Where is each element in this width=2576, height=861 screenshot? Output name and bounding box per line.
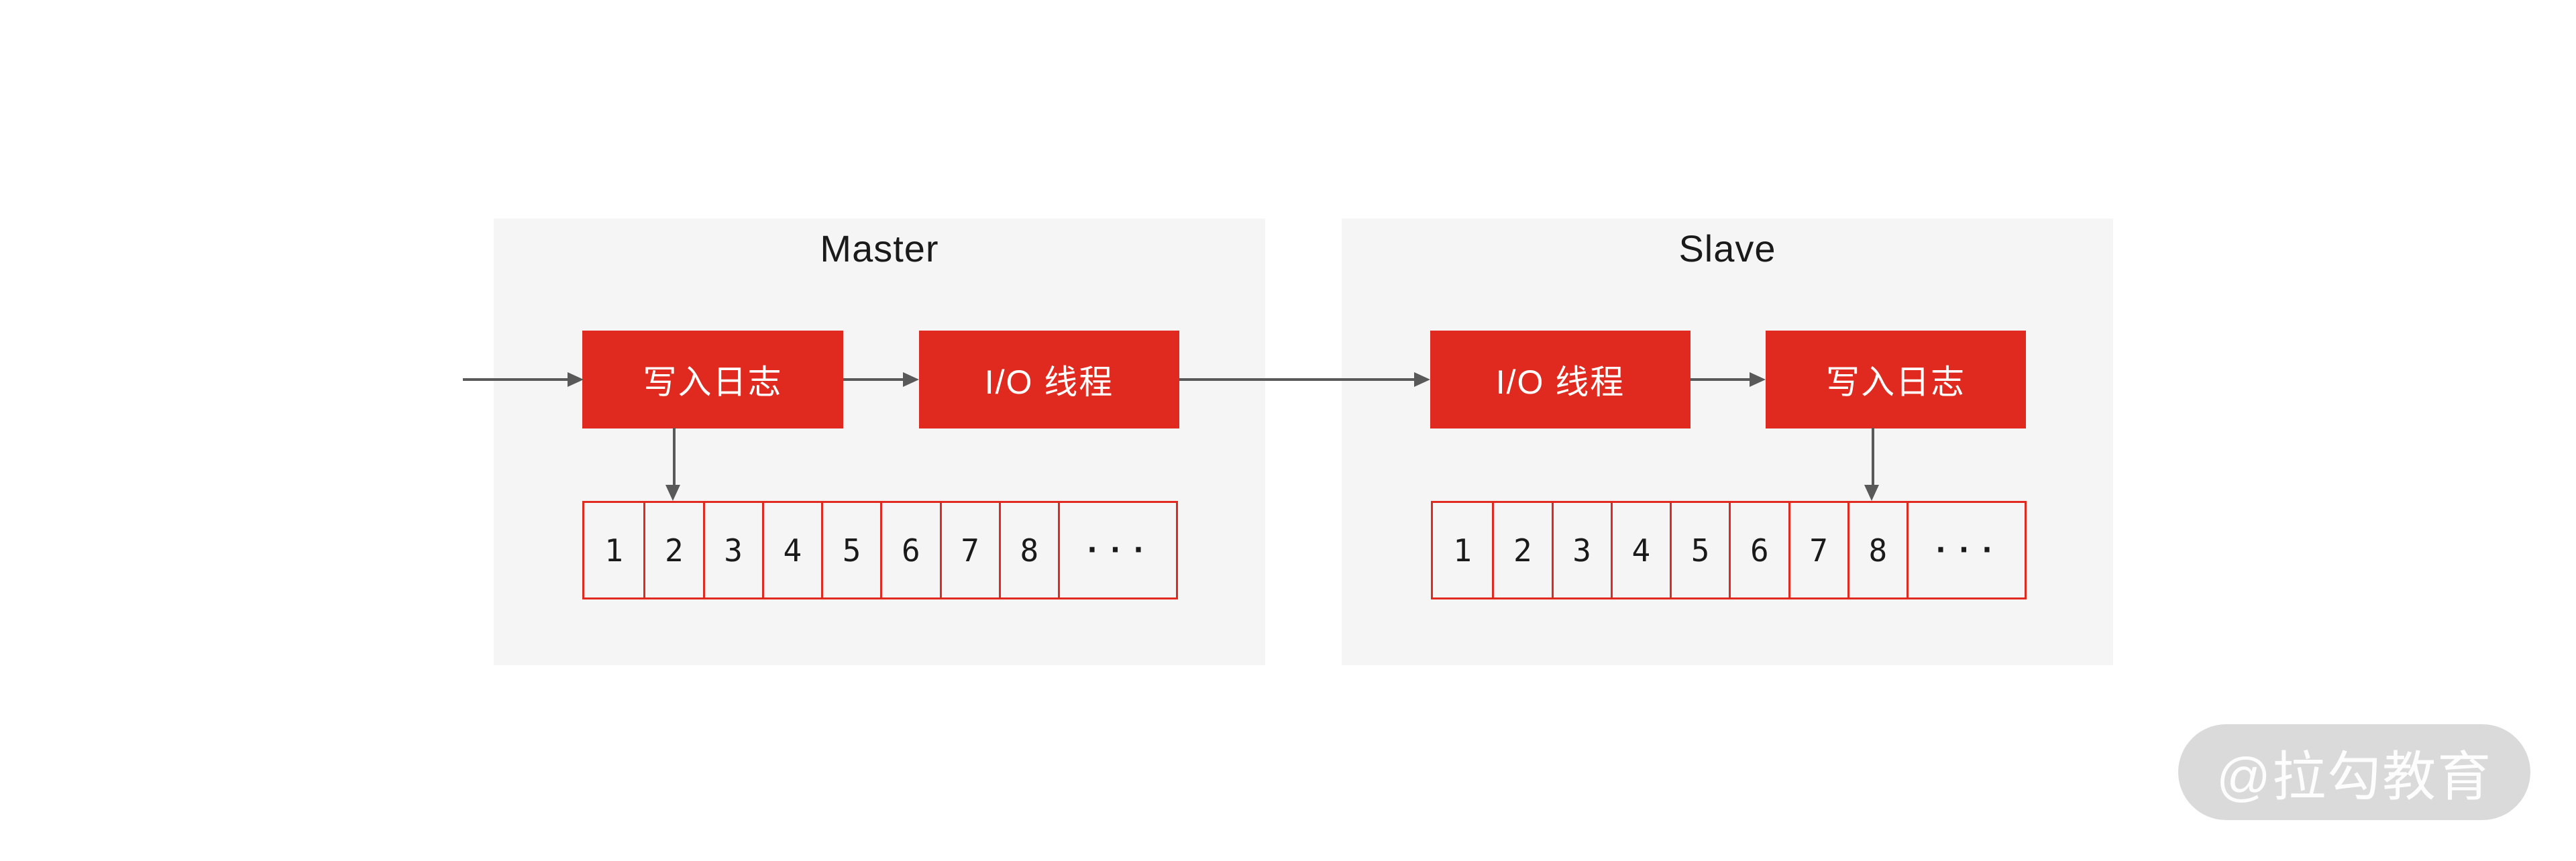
arrow-master-writelog-to-buffer-line (673, 428, 676, 485)
buffer-cell: 7 (1788, 503, 1847, 597)
master-log-buffer: 1 2 3 4 5 6 7 8 ··· (582, 501, 1178, 599)
buffer-cell: 3 (1551, 503, 1611, 597)
arrow-io-to-writelog-head-icon (1750, 372, 1766, 387)
buffer-cell: 5 (1670, 503, 1729, 597)
slave-log-buffer: 1 2 3 4 5 6 7 8 ··· (1431, 501, 2027, 599)
buffer-cell: 4 (1610, 503, 1670, 597)
master-panel-title: Master (820, 227, 939, 270)
master-panel: Master 写入日志 I/O 线程 1 2 3 4 5 6 7 8 ··· (494, 219, 1265, 665)
buffer-cell: 6 (880, 503, 939, 597)
lagou-watermark-badge: @拉勾教育 (2178, 724, 2530, 820)
arrow-into-master-head-icon (568, 372, 584, 387)
buffer-cell: 4 (761, 503, 821, 597)
arrow-slave-writelog-to-buffer-head-icon (1864, 485, 1879, 501)
arrow-into-master-line (463, 378, 568, 381)
arrow-writelog-to-io-line (843, 378, 904, 381)
buffer-cell: 7 (939, 503, 999, 597)
arrow-master-writelog-to-buffer-head-icon (665, 485, 680, 501)
buffer-cell: 8 (1847, 503, 1907, 597)
master-write-log-box: 写入日志 (582, 331, 843, 428)
arrow-writelog-to-io-head-icon (903, 372, 919, 387)
arrow-master-to-slave-head-icon (1414, 372, 1430, 387)
slave-panel-title: Slave (1678, 227, 1776, 270)
slave-write-log-box: 写入日志 (1766, 331, 2026, 428)
buffer-cell: 6 (1729, 503, 1788, 597)
arrow-io-to-writelog-line (1690, 378, 1750, 381)
buffer-cell: 1 (1453, 532, 1472, 569)
slave-panel: Slave I/O 线程 写入日志 1 2 3 4 5 6 7 8 ··· (1342, 219, 2113, 665)
buffer-cell: 2 (1492, 503, 1551, 597)
buffer-cell: 3 (702, 503, 762, 597)
buffer-cell: 5 (821, 503, 880, 597)
buffer-cell: 1 (604, 532, 623, 569)
buffer-cell-ellipsis: ··· (1907, 503, 2025, 597)
slave-io-thread-box: I/O 线程 (1430, 331, 1690, 428)
buffer-cell: 8 (998, 503, 1058, 597)
buffer-cell-ellipsis: ··· (1058, 503, 1176, 597)
buffer-cell: 2 (643, 503, 702, 597)
arrow-master-to-slave-line (1179, 378, 1415, 381)
arrow-slave-writelog-to-buffer-line (1872, 428, 1874, 485)
master-io-thread-box: I/O 线程 (919, 331, 1179, 428)
